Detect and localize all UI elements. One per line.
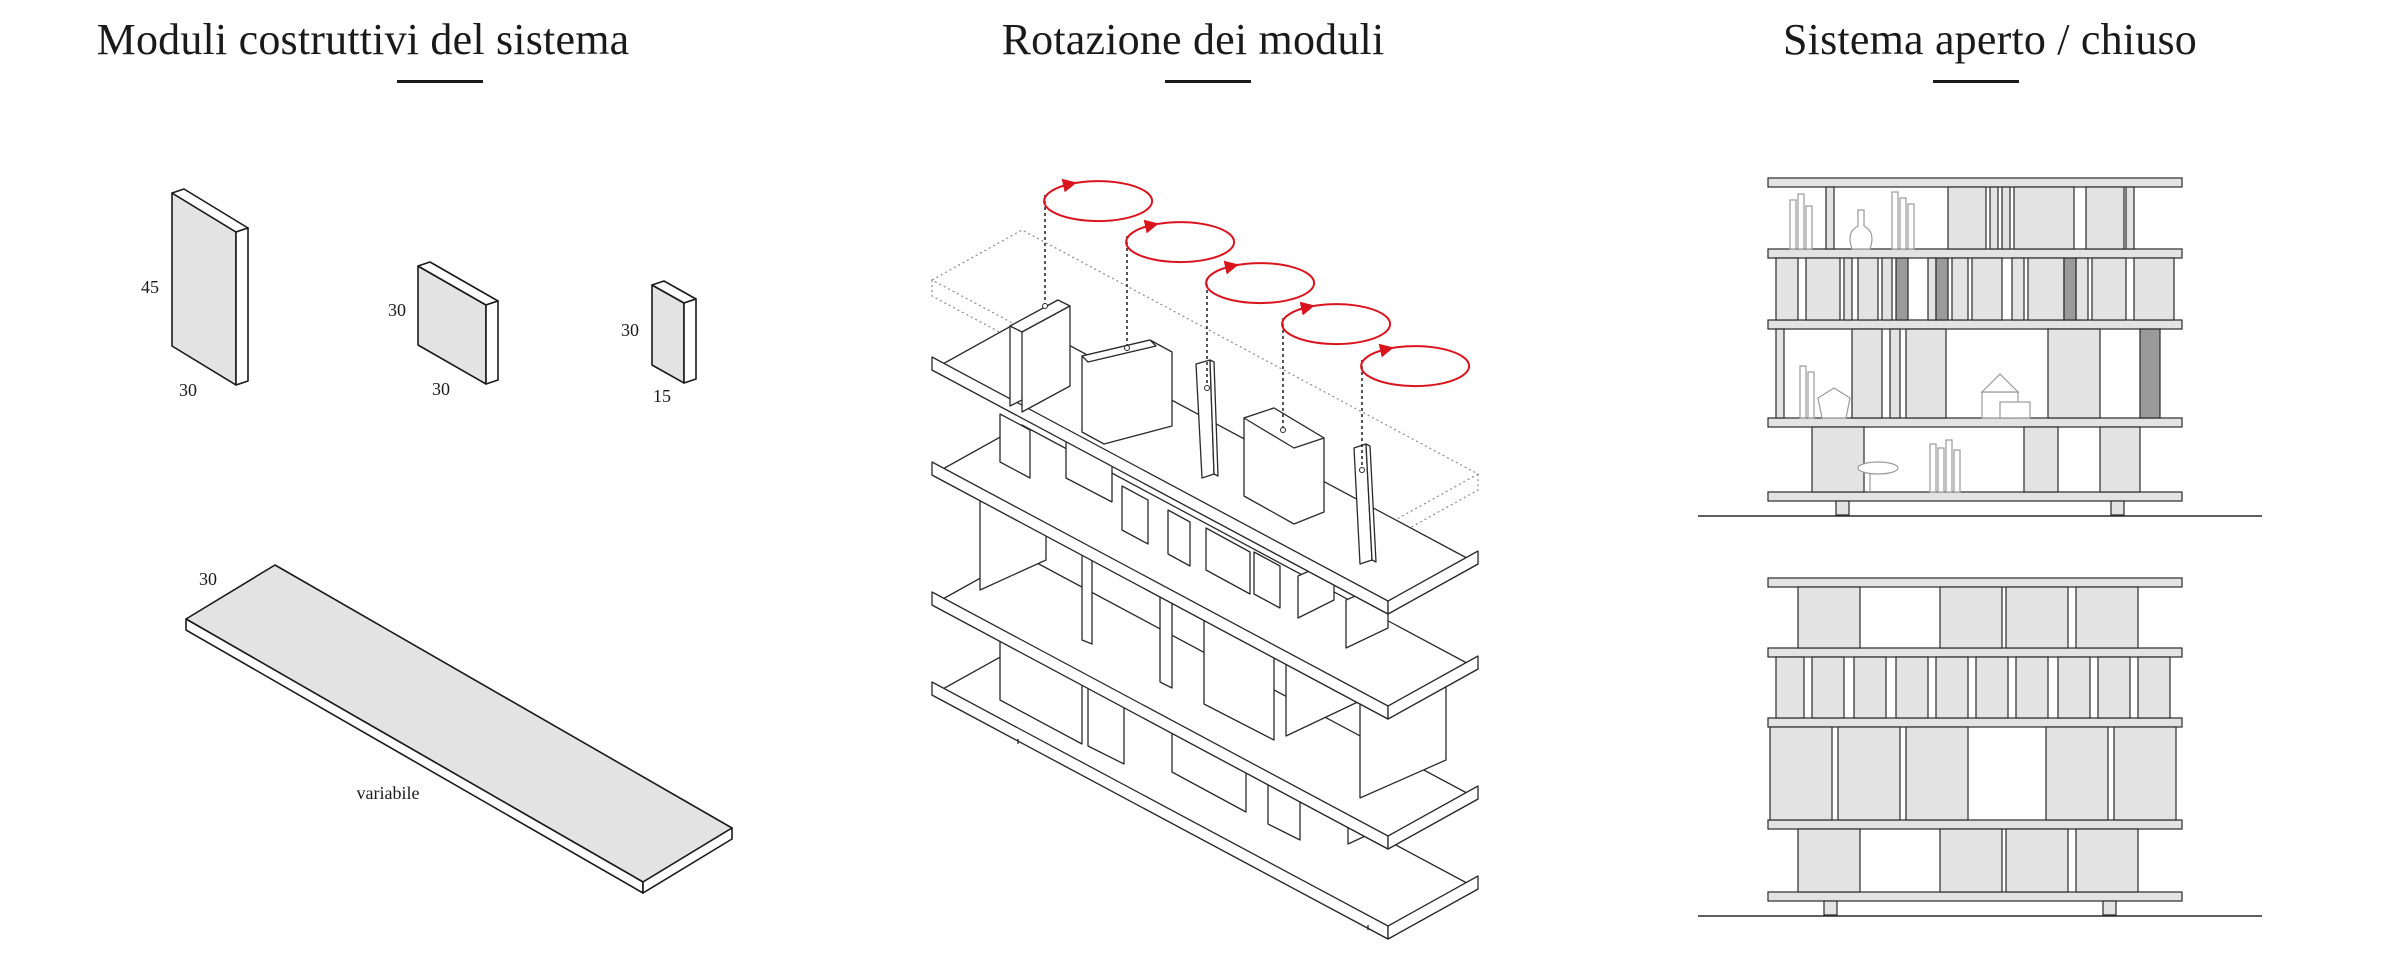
dim-narrow-height: 30 [621,320,639,340]
module-tall [171,188,249,386]
modules-title: Moduli costruttivi del sistema [96,15,630,64]
rotation-indicators [1042,178,1471,473]
module-square [417,261,499,385]
open-closed-drawing [1698,177,2262,917]
dim-shelf-depth: 30 [199,569,217,589]
dim-tall-height: 45 [141,277,159,297]
rotation-drawing [930,178,1480,940]
dim-square-height: 30 [388,300,406,320]
panel-rotation: Rotazione dei moduli [800,0,1600,964]
dim-shelf-length: variabile [357,783,420,803]
open-closed-title: Sistema aperto / chiuso [1783,15,2197,64]
rotation-title-underline [1165,80,1251,83]
rotating-modules [1009,299,1377,565]
module-narrow [651,280,697,384]
modules-title-underline [397,80,483,83]
open-system-elevation [1698,177,2262,517]
dim-tall-width: 30 [179,380,197,400]
open-closed-title-underline [1933,80,2019,83]
closed-system-elevation [1698,577,2262,917]
rotation-title: Rotazione dei moduli [1001,15,1385,64]
panel-open-closed: Sistema aperto / chiuso [1600,0,2400,964]
shelf-plank [185,564,733,894]
modules-drawing: 45 30 30 30 30 15 30 variabile [141,188,733,894]
panel-modules: Moduli costruttivi del sistema [0,0,800,964]
dim-narrow-width: 15 [653,386,671,406]
shelf-2 [931,424,1479,720]
dim-square-width: 30 [432,379,450,399]
